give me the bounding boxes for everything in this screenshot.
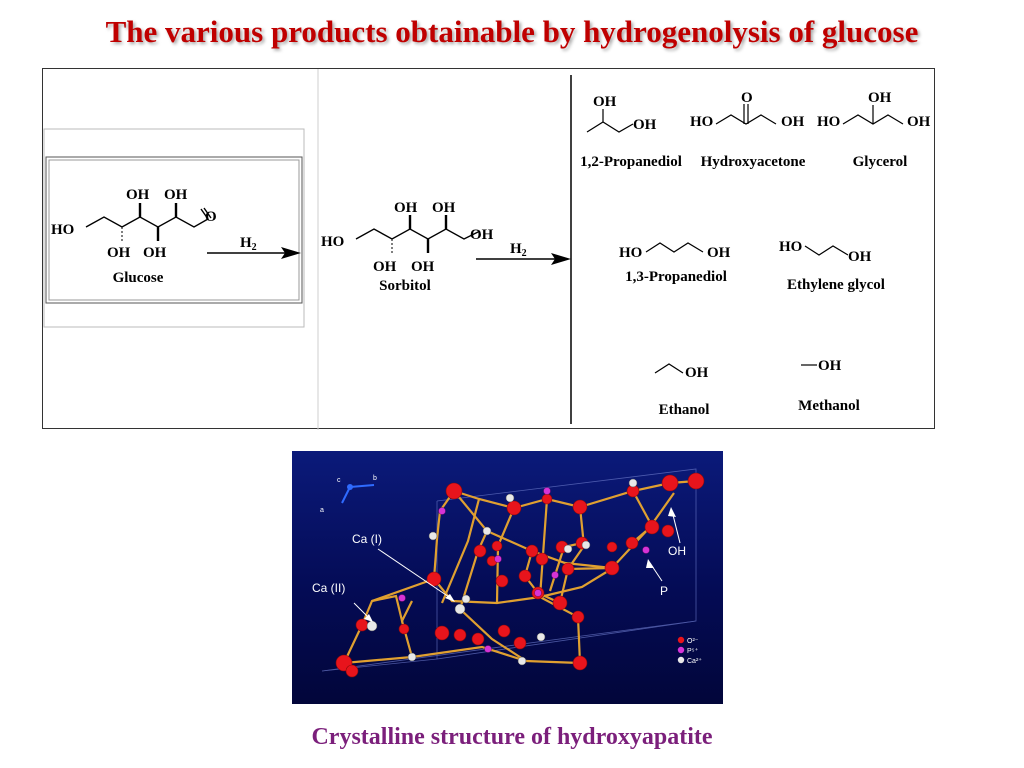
- eth-name: Ethanol: [659, 402, 710, 418]
- reaction-arrow-2: H2: [476, 241, 571, 265]
- glucose-structure: HO OH OH O OH OH Glucose: [51, 187, 217, 286]
- label-oh: OH: [668, 544, 686, 558]
- p13-name: 1,3-Propanediol: [625, 269, 727, 285]
- sorbitol-oh-end: OH: [470, 227, 494, 243]
- gly-oh-right: OH: [907, 114, 931, 130]
- product-ethanol: OH Ethanol: [654, 363, 710, 418]
- sorbitol-name: Sorbitol: [379, 278, 431, 294]
- axis-indicator: c b a: [320, 475, 377, 514]
- axis-b-label: b: [373, 475, 377, 482]
- reagent-h2-1: H2: [240, 235, 257, 253]
- reaction-scheme: HO OH OH O OH OH Glucose H2 HO OH OH OH …: [42, 68, 935, 430]
- sorbitol-oh-bottom2: OH: [411, 259, 435, 275]
- glucose-oh-bottom2: OH: [143, 245, 167, 261]
- slide-title: The various products obtainable by hydro…: [105, 14, 919, 49]
- axis-c-label: c: [337, 477, 341, 484]
- figure-caption: Crystalline structure of hydroxyapatite: [311, 724, 713, 750]
- sorbitol-oh-top2: OH: [432, 200, 456, 216]
- gly-name: Glycerol: [853, 154, 908, 170]
- phosphorus-atoms: [398, 487, 650, 653]
- eg-oh: OH: [848, 249, 872, 265]
- hac-oh: OH: [781, 114, 805, 130]
- meoh-oh: OH: [818, 358, 842, 374]
- glucose-ho-label: HO: [51, 222, 74, 238]
- label-ca2: Ca (II): [312, 581, 345, 595]
- eth-oh: OH: [685, 365, 709, 381]
- legend-oxygen: O²⁻: [687, 638, 699, 645]
- sorbitol-structure: HO OH OH OH OH OH Sorbitol: [321, 200, 494, 294]
- axis-a-label: a: [320, 507, 324, 514]
- sorbitol-ho-label: HO: [321, 234, 344, 250]
- hac-ho: HO: [690, 114, 713, 130]
- crystal-annotations: Ca (I) Ca (II) OH P: [312, 507, 686, 622]
- product-ethylene-glycol: HO OH Ethylene glycol: [779, 239, 885, 293]
- atom-legend: O²⁻ P⁵⁺ Ca²⁺: [677, 636, 702, 665]
- sorbitol-oh-top1: OH: [394, 200, 418, 216]
- hac-name: Hydroxyacetone: [701, 154, 806, 170]
- p12-oh-top: OH: [593, 94, 617, 110]
- label-ca1: Ca (I): [352, 532, 382, 546]
- reagent-h2-2: H2: [510, 241, 527, 259]
- legend-calcium: Ca²⁺: [687, 657, 702, 665]
- p13-ho: HO: [619, 245, 642, 261]
- glucose-oh-top1: OH: [126, 187, 150, 203]
- product-glycerol: HO OH OH Glycerol: [817, 90, 931, 170]
- hydroxyapatite-structure-image: c b a Ca (I) Ca (II) OH P O²⁻ P⁵⁺ Ca²⁺: [292, 451, 723, 704]
- product-13-propanediol: HO OH 1,3-Propanediol: [619, 242, 731, 285]
- reaction-arrow-1: H2: [207, 235, 301, 259]
- glucose-carbonyl-o: O: [205, 209, 217, 225]
- oxygen-atoms: [335, 472, 705, 678]
- glucose-box: [43, 128, 305, 328]
- label-p: P: [660, 584, 668, 598]
- calcium-atoms: [366, 478, 638, 666]
- glucose-oh-bottom1: OH: [107, 245, 131, 261]
- eg-ho: HO: [779, 239, 802, 255]
- gly-oh-top: OH: [868, 90, 892, 106]
- glucose-oh-top2: OH: [164, 187, 188, 203]
- product-hydroxyacetone: HO O OH Hydroxyacetone: [690, 90, 806, 170]
- legend-phosphorus: P⁵⁺: [687, 647, 699, 655]
- hac-o: O: [741, 90, 753, 106]
- gly-ho: HO: [817, 114, 840, 130]
- product-12-propanediol: OH OH 1,2-Propanediol: [580, 94, 682, 170]
- sorbitol-oh-bottom1: OH: [373, 259, 397, 275]
- meoh-name: Methanol: [798, 398, 860, 414]
- p12-name: 1,2-Propanediol: [580, 154, 682, 170]
- p12-oh-right: OH: [633, 117, 657, 133]
- product-methanol: OH Methanol: [798, 358, 860, 414]
- glucose-name: Glucose: [113, 270, 164, 286]
- eg-name: Ethylene glycol: [787, 277, 885, 293]
- p13-oh: OH: [707, 245, 731, 261]
